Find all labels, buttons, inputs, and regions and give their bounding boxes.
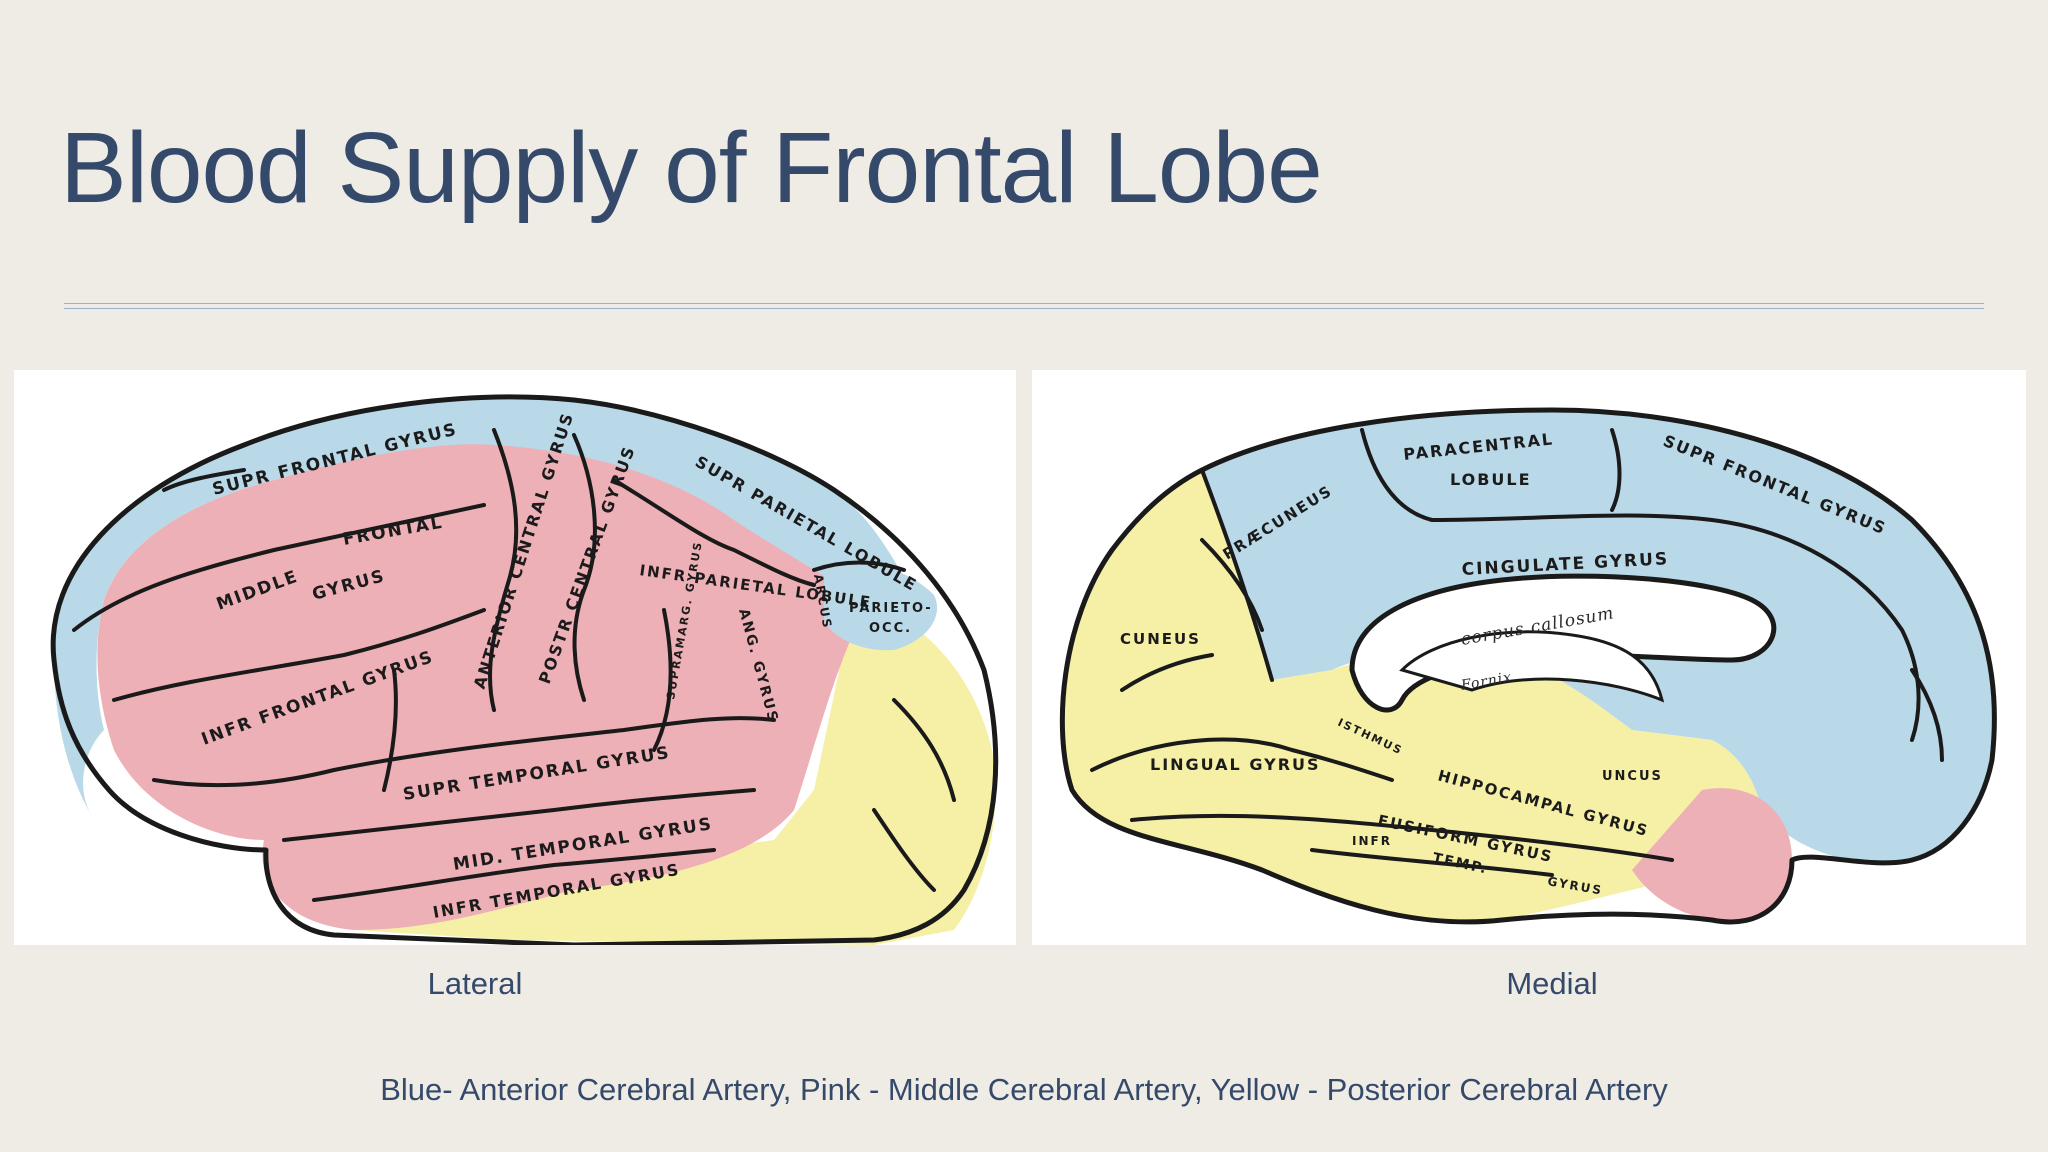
middle-cerebral-region bbox=[97, 438, 864, 930]
medial-middle-cerebral-region bbox=[1632, 788, 1792, 922]
medial-caption: Medial bbox=[1506, 966, 1598, 1001]
lateral-label-parieto: PARIETO- bbox=[849, 601, 933, 616]
title-divider-lower bbox=[64, 308, 1984, 309]
cingulate-sulcus bbox=[1430, 513, 1921, 742]
medial-outline bbox=[1059, 407, 1997, 925]
lateral-caption: Lateral bbox=[427, 966, 523, 1001]
central-sulcus bbox=[488, 428, 519, 712]
lateral-label-occ: OCC. bbox=[869, 621, 912, 636]
inf-temporal-sulcus bbox=[312, 848, 716, 902]
posterior-cerebral-region bbox=[314, 600, 996, 945]
medial-sulcus-1 bbox=[1200, 468, 1274, 682]
medial-brain-figure: PARACENTRAL LOBULE SUPR FRONTAL GYRUS PR… bbox=[1032, 370, 2026, 945]
medial-label-lingual-gyrus: LINGUAL GYRUS bbox=[1150, 755, 1321, 774]
medial-sulcus-6 bbox=[1200, 538, 1264, 632]
parieto-occ-blue-region bbox=[824, 565, 938, 651]
lateral-sulcus-8 bbox=[872, 808, 936, 892]
lateral-outline bbox=[50, 394, 999, 945]
sylvian-fissure bbox=[152, 716, 776, 788]
lateral-brain-diagram: SUPR FRONTAL GYRUS MIDDLE FRONTAL GYRUS … bbox=[50, 394, 999, 945]
lateral-sulcus-3 bbox=[382, 668, 398, 792]
slide-title: Blood Supply of Frontal Lobe bbox=[60, 112, 1323, 224]
medial-label-cuneus: CUNEUS bbox=[1120, 630, 1201, 648]
lateral-brain-figure: SUPR FRONTAL GYRUS MIDDLE FRONTAL GYRUS … bbox=[14, 370, 1016, 945]
lateral-sulcus-7 bbox=[892, 698, 956, 802]
lateral-sulcus-1 bbox=[72, 503, 486, 632]
lateral-sulcus-6 bbox=[812, 560, 906, 572]
medial-sulcus-5 bbox=[1120, 653, 1214, 692]
postcentral-sulcus bbox=[572, 433, 597, 702]
medial-label-uncus: UNCUS bbox=[1602, 769, 1663, 784]
sup-temporal-sulcus bbox=[282, 788, 756, 842]
collateral-sulcus bbox=[1130, 813, 1674, 862]
medial-sulcus-3 bbox=[1610, 428, 1622, 512]
medial-label-lobule: LOBULE bbox=[1450, 470, 1532, 489]
medial-label-infr: INFR bbox=[1352, 834, 1392, 848]
medial-sulcus-4 bbox=[1310, 848, 1554, 877]
lateral-sulcus-2 bbox=[112, 608, 486, 702]
intraparietal-sulcus bbox=[612, 478, 816, 587]
lateral-sulcus-5 bbox=[162, 468, 246, 492]
medial-sulcus-2 bbox=[1360, 428, 1434, 522]
title-divider bbox=[64, 303, 1984, 304]
fornix-shape bbox=[1399, 630, 1665, 703]
color-legend: Blue- Anterior Cerebral Artery, Pink - M… bbox=[380, 1072, 1668, 1107]
lateral-sulcus-4 bbox=[652, 608, 673, 752]
medial-sulcus-7 bbox=[1910, 668, 1944, 762]
calcarine-sulcus bbox=[1090, 737, 1394, 782]
medial-brain-diagram: PARACENTRAL LOBULE SUPR FRONTAL GYRUS PR… bbox=[1059, 407, 1997, 925]
